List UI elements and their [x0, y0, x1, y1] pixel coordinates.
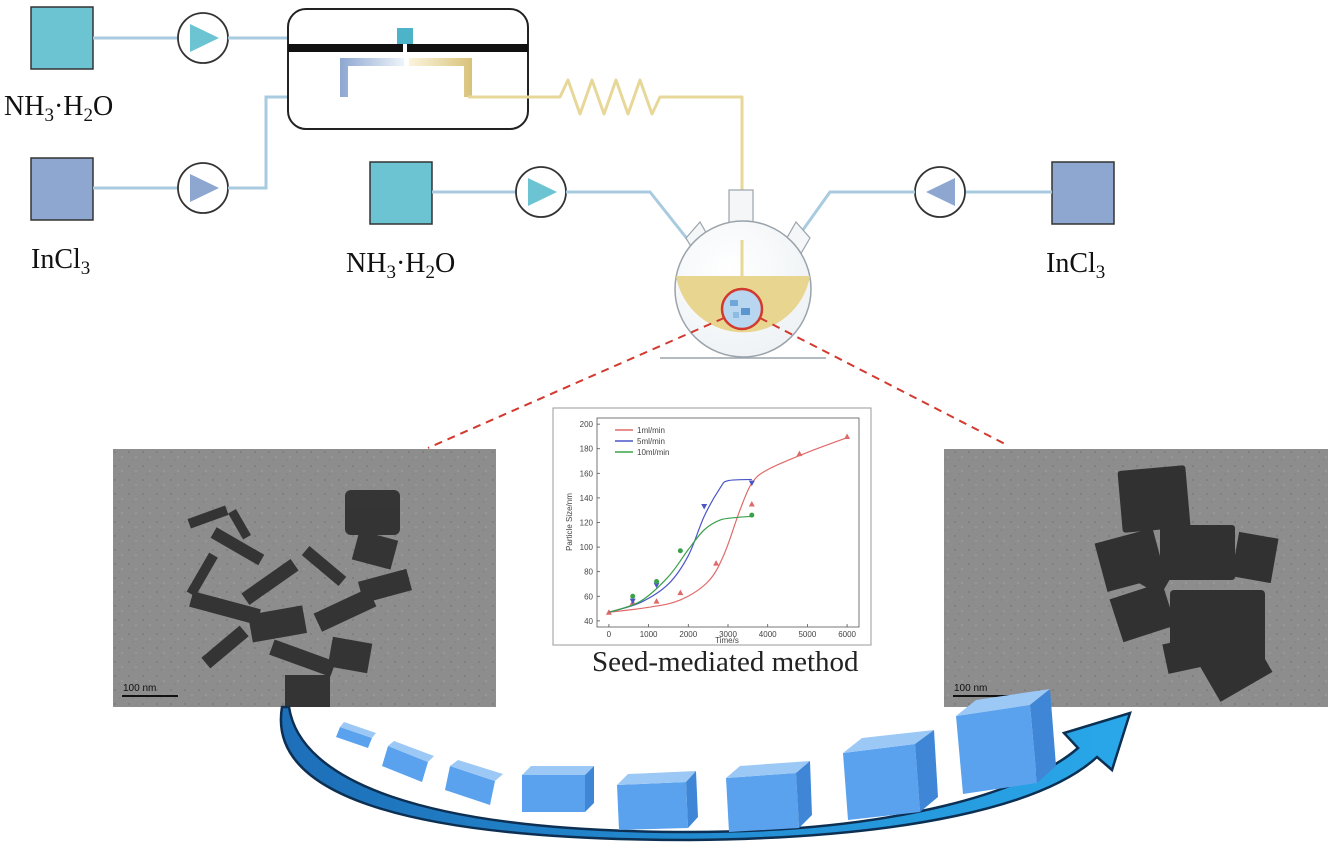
data-point: [713, 560, 720, 566]
x-axis-label: Time/s: [715, 636, 739, 645]
microfluidic-mixer: [287, 8, 529, 130]
cube-3: [445, 760, 503, 805]
seed-cubes: [336, 689, 1056, 832]
nh3-tank-2: [369, 161, 433, 225]
y-tick-label: 40: [584, 617, 593, 626]
growth-arrow: [279, 705, 1132, 842]
cube-8: [956, 689, 1056, 794]
y-tick-label: 80: [584, 568, 593, 577]
legend-label: 1ml/min: [637, 426, 665, 435]
y-tick-label: 180: [580, 445, 594, 454]
data-point: [653, 582, 660, 589]
tem-image-right: 100 nm: [944, 449, 1328, 707]
method-caption: Seed-mediated method: [592, 646, 859, 678]
data-point: [677, 548, 683, 554]
scale-bar-label: 100 nm: [954, 683, 987, 694]
data-point: [653, 598, 660, 604]
series-line-3: [608, 515, 752, 613]
zoom-line: [427, 317, 725, 449]
y-tick-label: 100: [580, 543, 594, 552]
cube-6: [726, 761, 812, 832]
y-tick-label: 160: [580, 469, 594, 478]
cube-7: [843, 730, 938, 820]
pump-icon: [914, 166, 966, 218]
scale-bar-label: 100 nm: [123, 683, 156, 694]
reagent-label-nh3-2: NH3·H2O: [346, 248, 455, 283]
reagent-label-incl3-1: InCl3: [31, 244, 90, 279]
data-point: [629, 598, 636, 605]
cube-2: [382, 741, 434, 782]
data-point: [844, 433, 851, 439]
y-tick-label: 60: [584, 592, 593, 601]
incl3-tank-2: [1051, 161, 1115, 225]
cube-4: [522, 766, 594, 812]
y-axis-label: Particle Size/nm: [565, 493, 574, 551]
feed-line: [566, 190, 702, 256]
legend-label: 10ml/min: [637, 448, 669, 457]
x-tick-label: 4000: [759, 630, 777, 639]
nh3-tank-1: [30, 6, 94, 70]
product-line: [468, 78, 744, 262]
data-point: [654, 579, 660, 585]
series-line-1: [608, 437, 848, 613]
data-point: [749, 512, 755, 518]
reagent-label-nh3-1: NH3·H2O: [4, 91, 113, 126]
pump-icon: [177, 12, 229, 64]
x-tick-label: 0: [607, 630, 612, 639]
x-tick-label: 6000: [838, 630, 856, 639]
legend-label: 5ml/min: [637, 437, 665, 446]
cube-1: [336, 722, 376, 748]
data-point: [748, 480, 755, 487]
reagent-label-incl3-2: InCl3: [1046, 248, 1105, 283]
data-point: [630, 593, 636, 599]
y-tick-label: 120: [580, 519, 594, 528]
cube-5: [617, 771, 698, 830]
series-line-2: [608, 478, 752, 613]
x-tick-label: 1000: [640, 630, 658, 639]
plot-area: [596, 417, 860, 628]
x-tick-label: 3000: [719, 630, 737, 639]
x-tick-label: 2000: [679, 630, 697, 639]
feed-line: [788, 190, 915, 249]
y-tick-label: 200: [580, 420, 594, 429]
pump-icon: [515, 166, 567, 218]
zoom-line: [759, 317, 1006, 445]
pump-icon: [177, 162, 229, 214]
data-point: [677, 589, 684, 596]
particle-size-chart: 0 1000 2000 3000 4000 5000 6000 40 60 80 100 120 140…: [552, 407, 872, 646]
y-tick-label: 140: [580, 494, 594, 503]
data-point: [701, 504, 708, 510]
data-point: [796, 450, 803, 457]
incl3-tank-1: [30, 157, 94, 221]
reaction-flask: [660, 189, 826, 359]
x-tick-label: 5000: [798, 630, 816, 639]
tem-image-left: 100 nm: [113, 449, 496, 707]
data-point: [748, 501, 755, 507]
